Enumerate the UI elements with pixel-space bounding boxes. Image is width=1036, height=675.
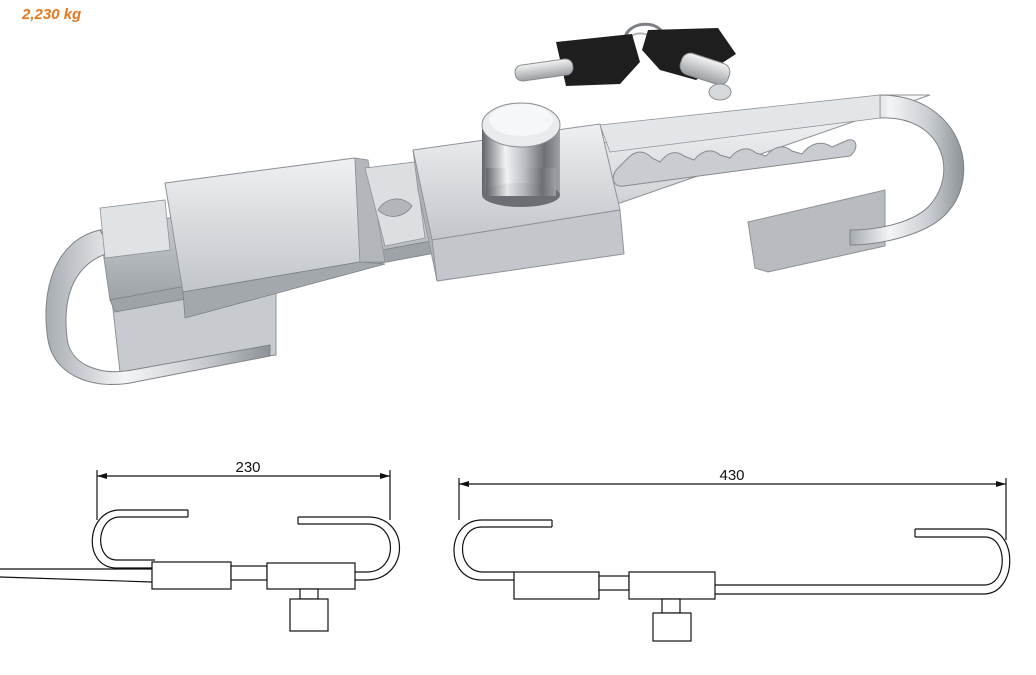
left-sleeve-side	[354, 157, 386, 263]
extended-cylinder	[652, 612, 692, 642]
weight-label: 2,230 kg	[22, 6, 82, 23]
right-hook	[849, 94, 965, 246]
keys-icon	[514, 22, 736, 101]
left-rail	[99, 199, 171, 259]
adjustment-slot	[612, 139, 857, 187]
extended-right-hook	[715, 528, 1011, 595]
retracted-right-hook	[298, 516, 400, 581]
retracted-drawing	[0, 470, 400, 632]
retracted-left-hook	[91, 509, 188, 569]
notch-hole	[377, 198, 413, 217]
lock-render	[45, 22, 965, 385]
left-sleeve-bottom	[182, 261, 386, 319]
retracted-sleeve	[151, 561, 232, 590]
lock-housing-left	[412, 149, 438, 282]
slot-track	[599, 94, 881, 153]
left-hook	[45, 229, 271, 385]
right-lower-plate	[747, 189, 886, 273]
lock-cylinder	[481, 102, 561, 207]
extended-dimension-label: 430	[719, 467, 744, 484]
retracted-cylinder	[289, 598, 329, 632]
retracted-housing	[266, 562, 356, 590]
extended-sleeve	[513, 571, 600, 600]
extended-housing	[628, 571, 716, 600]
extended-left-hook	[453, 519, 552, 581]
retracted-dimension-label: 230	[235, 459, 260, 476]
extended-drawing	[453, 478, 1011, 642]
